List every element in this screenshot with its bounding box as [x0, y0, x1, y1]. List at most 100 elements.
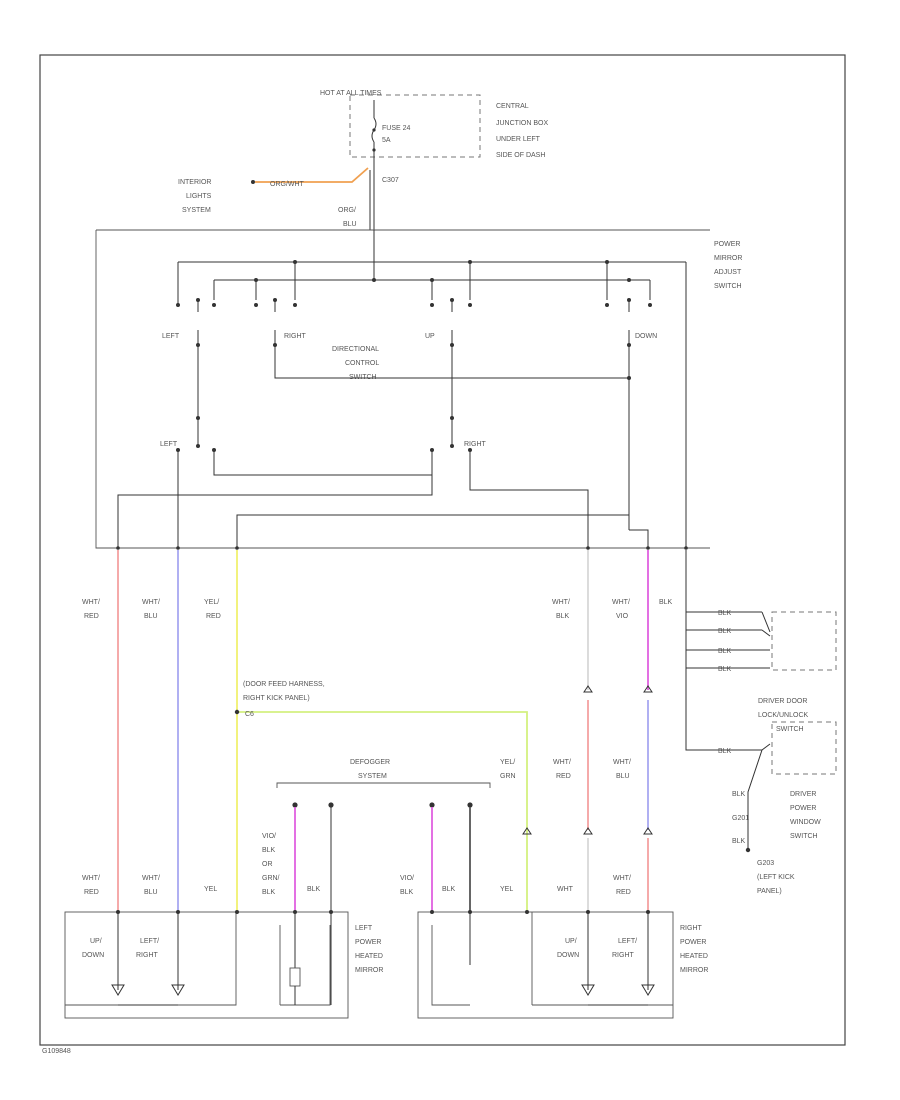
feed-wire-color-1: ORG/: [338, 207, 356, 214]
svg-text:RED: RED: [84, 613, 99, 620]
svg-text:RIGHT: RIGHT: [136, 952, 159, 959]
pmas-label-4: SWITCH: [714, 283, 742, 290]
lm-label-1: LEFT: [355, 925, 373, 932]
pmas-label-2: MIRROR: [714, 255, 742, 262]
defogger-system: DEFOGGER SYSTEM YEL/ GRN: [276, 759, 516, 912]
harness-label-1: (DOOR FEED HARNESS,: [243, 681, 325, 688]
svg-text:BLU: BLU: [616, 773, 630, 780]
svg-text:BLK: BLK: [732, 791, 746, 798]
svg-text:BLU: BLU: [144, 889, 158, 896]
svg-text:RED: RED: [556, 773, 571, 780]
power-mirror-adjust-switch: POWER MIRROR ADJUST SWITCH: [95, 229, 742, 550]
svg-text:BLK: BLK: [718, 610, 732, 617]
svg-text:WHT/: WHT/: [612, 599, 630, 606]
harness-label-2: RIGHT KICK PANEL): [243, 695, 310, 702]
svg-text:WHT/: WHT/: [553, 759, 571, 766]
rm-label-2: POWER: [680, 939, 706, 946]
svg-text:BLK: BLK: [400, 889, 414, 896]
wire-labels-lower: WHT/ RED WHT/ BLU WHT/ RED WHT/ BLU YEL …: [82, 759, 631, 896]
pmas-label-3: ADJUST: [714, 269, 742, 276]
pmas-label-1: POWER: [714, 241, 740, 248]
svg-text:BLK: BLK: [307, 886, 321, 893]
defogger-label-2: SYSTEM: [358, 773, 387, 780]
svg-text:WHT: WHT: [557, 886, 574, 893]
svg-text:GRN/: GRN/: [262, 875, 280, 882]
hot-at-all-times-label: HOT AT ALL TIMES: [320, 90, 382, 97]
svg-text:YEL: YEL: [204, 886, 217, 893]
rm-label-3: HEATED: [680, 953, 708, 960]
svg-text:UP/: UP/: [90, 938, 102, 945]
fuse-label-1: FUSE 24: [382, 125, 411, 132]
central-junction-box: HOT AT ALL TIMES CENTRAL JUNCTION BOX UN…: [320, 90, 548, 160]
dls-label-1: DRIVER DOOR: [758, 698, 807, 705]
svg-text:BLK: BLK: [718, 666, 732, 673]
svg-text:BLU: BLU: [144, 613, 158, 620]
switch-contacts-top: [176, 298, 652, 312]
dcs-label-2: CONTROL: [345, 360, 379, 367]
fuse-label-2: 5A: [382, 137, 391, 144]
junction-box-outline: [349, 94, 481, 158]
cjb-label-4: SIDE OF DASH: [496, 152, 545, 159]
svg-text:BLK: BLK: [262, 889, 276, 896]
svg-text:YEL/: YEL/: [500, 759, 515, 766]
switch-left-label: LEFT: [162, 333, 180, 340]
svg-text:G203: G203: [757, 860, 774, 867]
interior-lights-wire-color: ORG/WHT: [270, 181, 305, 188]
svg-text:BLK: BLK: [732, 838, 746, 845]
svg-text:WHT/: WHT/: [142, 599, 160, 606]
svg-text:BLK: BLK: [718, 748, 732, 755]
svg-text:WHT/: WHT/: [613, 759, 631, 766]
svg-text:(LEFT KICK: (LEFT KICK: [757, 874, 795, 881]
svg-text:WHT/: WHT/: [82, 599, 100, 606]
feed-wire-color-2: BLU: [343, 221, 357, 228]
interior-lights-label-1: INTERIOR: [178, 179, 211, 186]
svg-text:DOWN: DOWN: [557, 952, 579, 959]
dpw-label-4: SWITCH: [790, 833, 818, 840]
left-power-heated-mirror: UP/ DOWN LEFT/ RIGHT LEFT POWER HEATED M…: [64, 910, 383, 1019]
svg-text:RED: RED: [206, 613, 221, 620]
driver-door-lock-switch: BLK BLK BLK BLK BLK DRIVER DOOR LOCK/UNL…: [685, 610, 837, 895]
dpw-label-2: POWER: [790, 805, 816, 812]
svg-text:LEFT/: LEFT/: [140, 938, 159, 945]
dcs-label-1: DIRECTIONAL: [332, 346, 379, 353]
harness-connector: C6: [245, 711, 254, 718]
svg-text:LEFT/: LEFT/: [618, 938, 637, 945]
svg-text:VIO/: VIO/: [262, 833, 276, 840]
rm-label-1: RIGHT: [680, 925, 703, 932]
svg-text:YEL: YEL: [500, 886, 513, 893]
svg-text:BLK: BLK: [262, 847, 276, 854]
switch-down-label: DOWN: [635, 333, 657, 340]
svg-text:RED: RED: [84, 889, 99, 896]
diagram-frame: [39, 54, 846, 1046]
wire-blk-ground: [685, 550, 716, 613]
mirror-feed-wires: [117, 550, 716, 912]
cjb-label-3: UNDER LEFT: [496, 136, 541, 143]
dls-label-3: SWITCH: [776, 726, 804, 733]
wire-yel-grn-harness: [237, 711, 528, 912]
interior-lights-wire: [255, 167, 369, 183]
svg-text:PANEL): PANEL): [757, 888, 782, 895]
svg-text:BLK: BLK: [718, 628, 732, 635]
rm-label-4: MIRROR: [680, 967, 708, 974]
svg-text:VIO/: VIO/: [400, 875, 414, 882]
cjb-label-1: CENTRAL: [496, 103, 529, 110]
selector-right-label: RIGHT: [464, 441, 487, 448]
svg-text:WHT/: WHT/: [552, 599, 570, 606]
lm-label-2: POWER: [355, 939, 381, 946]
svg-text:BLK: BLK: [659, 599, 673, 606]
svg-text:YEL/: YEL/: [204, 599, 219, 606]
lm-label-4: MIRROR: [355, 967, 383, 974]
interior-lights-label-3: SYSTEM: [182, 207, 211, 214]
svg-text:WHT/: WHT/: [142, 875, 160, 882]
svg-text:BLK: BLK: [556, 613, 570, 620]
svg-text:WHT/: WHT/: [613, 875, 631, 882]
switch-right-label: RIGHT: [284, 333, 307, 340]
svg-text:G201: G201: [732, 815, 749, 822]
dpw-label-1: DRIVER: [790, 791, 816, 798]
dls-label-2: LOCK/UNLOCK: [758, 712, 809, 719]
svg-text:OR: OR: [262, 861, 273, 868]
lm-label-3: HEATED: [355, 953, 383, 960]
svg-text:RIGHT: RIGHT: [612, 952, 635, 959]
switch-up-label: UP: [425, 333, 435, 340]
